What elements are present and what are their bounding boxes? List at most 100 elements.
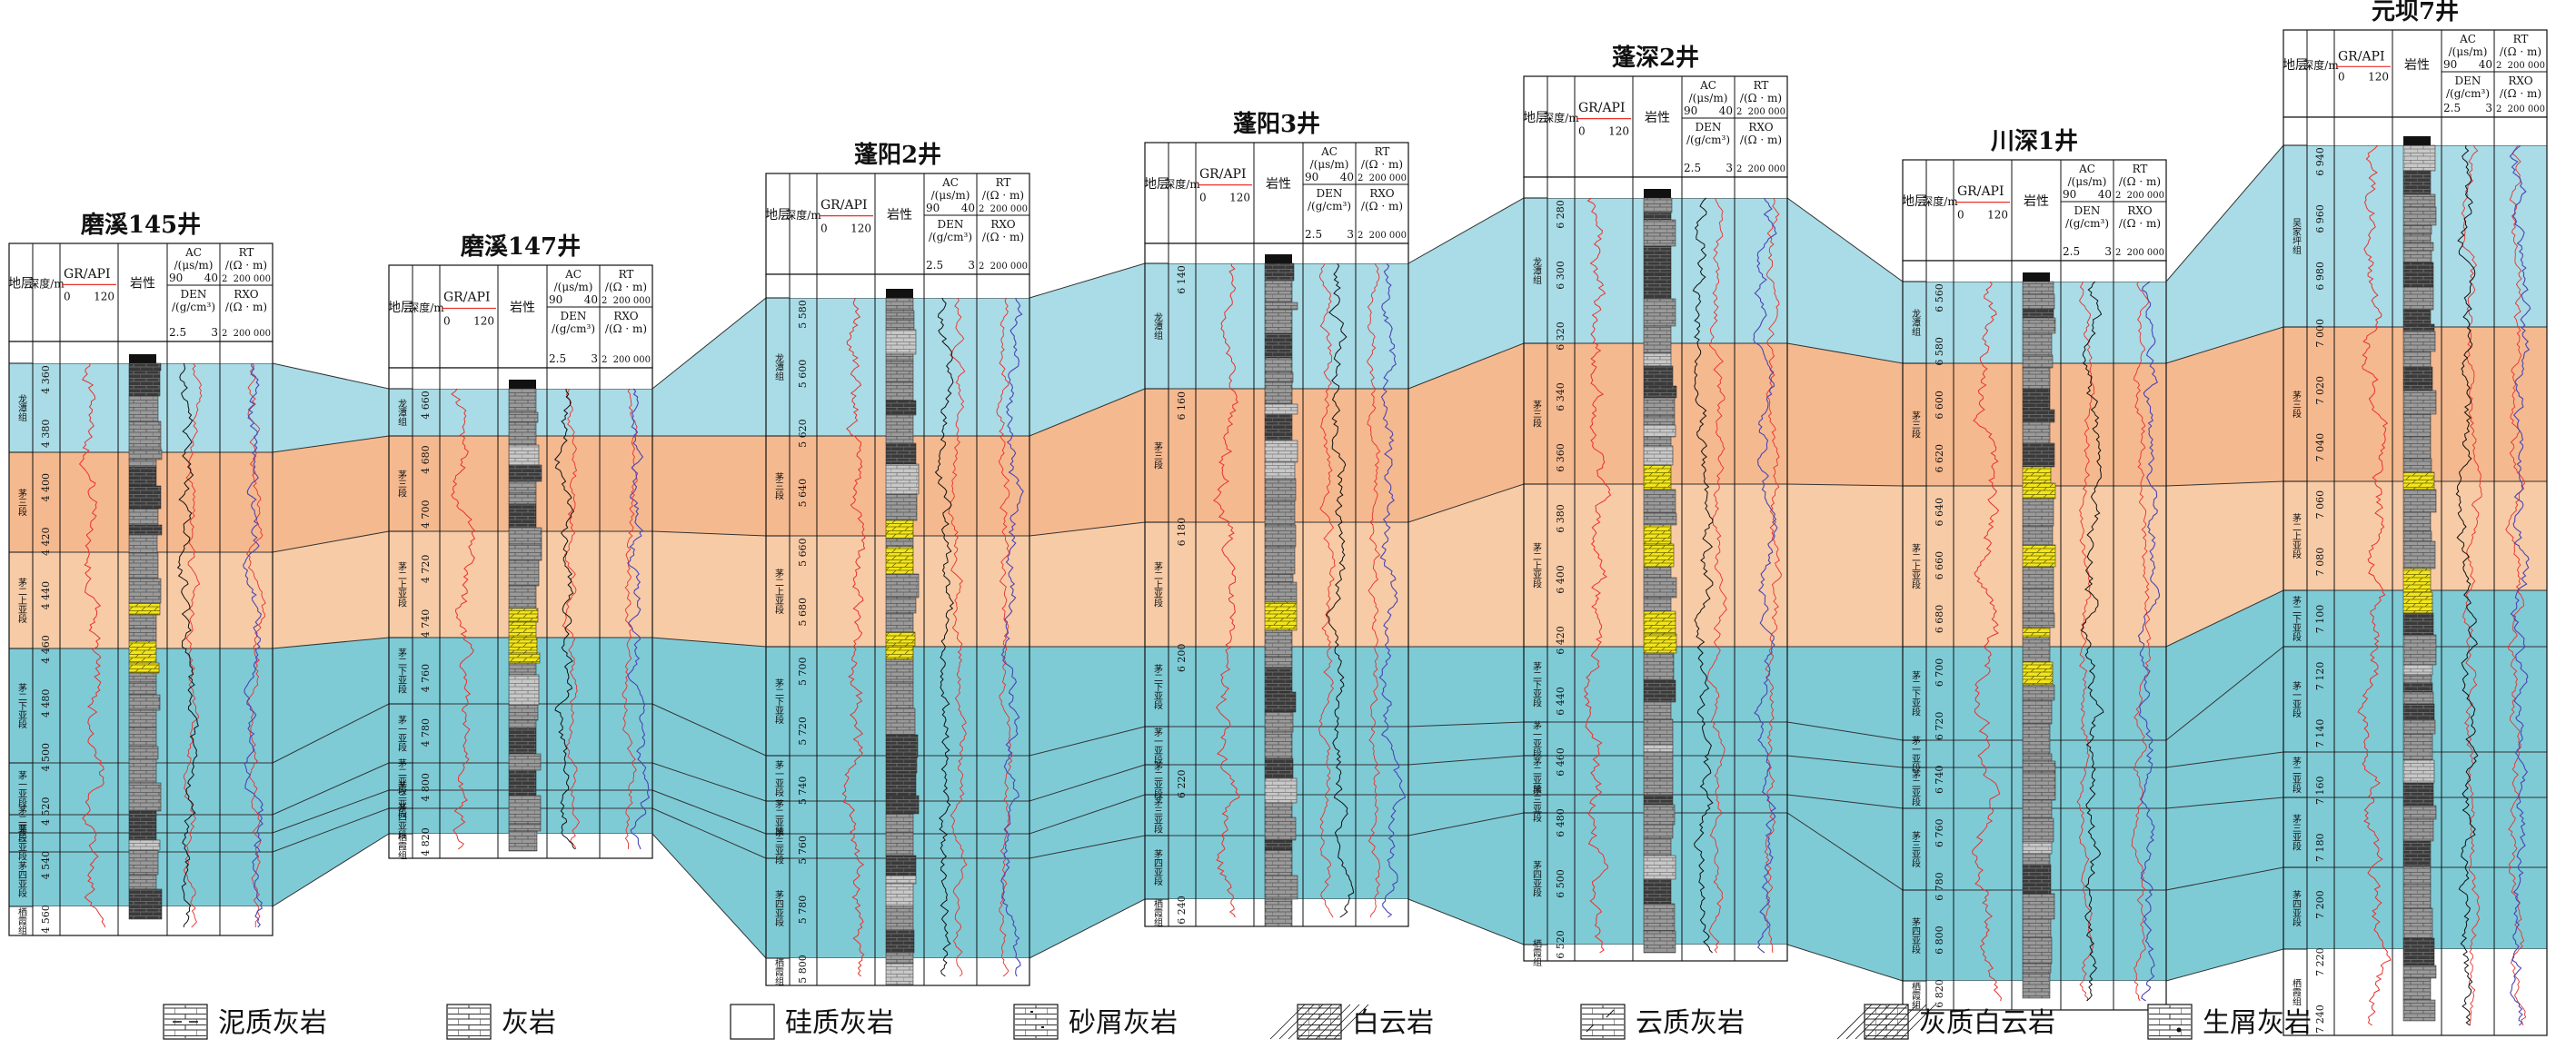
zone-label: 茅二亚段: [2291, 757, 2302, 794]
coal-bed: [1265, 254, 1292, 263]
lithology-bed: [1264, 461, 1296, 480]
rt-min: 2: [2496, 61, 2501, 71]
header-lithology: 岩性: [887, 208, 912, 223]
lithology-bed: [2402, 262, 2434, 288]
lithology-bed: [1643, 445, 1674, 466]
depth-label: 6 640: [1934, 498, 1945, 527]
lithology-bed: [885, 708, 916, 736]
lithology-bed: [1643, 751, 1674, 779]
lithology-bed: [885, 681, 914, 709]
header-depth: 深度/m: [785, 208, 821, 222]
lithology-bed: [128, 552, 159, 579]
zone-label: 龙潭组: [396, 398, 407, 426]
header-den-unit: /(g/cm³): [1308, 200, 1351, 213]
legend-mark: [1855, 1004, 1891, 1040]
den-max: 3: [968, 259, 975, 272]
legend-mark: [1324, 1004, 1360, 1040]
zone-label: 茅三亚段: [2291, 814, 2302, 851]
header-rxo: RXO: [2127, 204, 2152, 217]
lithology-bed: [128, 640, 157, 664]
den-min: 2.5: [2443, 102, 2461, 114]
lithology-bed: [1643, 701, 1672, 720]
lithology-bed: [2022, 421, 2051, 444]
lithology-bed: [885, 795, 920, 815]
lithology-bed: [2022, 864, 2052, 895]
lithology-bed: [508, 769, 537, 797]
depth-label: 6 460: [1555, 747, 1566, 777]
rxo-max: 200 000: [613, 355, 651, 365]
zone-label: 茅一亚段: [16, 770, 27, 807]
legend-label: 云质灰岩: [1636, 1007, 1745, 1039]
legend-mark: [1315, 1004, 1351, 1040]
den-max: 3: [2104, 245, 2112, 258]
lithology-bed: [1643, 566, 1672, 579]
den-curve: [934, 297, 954, 977]
well-header-frame: [1144, 142, 1409, 244]
well-top-blank: [1524, 177, 1787, 198]
rxo-min: 2: [1358, 231, 1363, 241]
depth-label: 4 720: [420, 555, 432, 584]
lithology-bed: [2402, 390, 2437, 415]
lithology-bed: [1643, 385, 1677, 399]
gr-max: 120: [1987, 208, 2008, 221]
depth-label: 5 680: [797, 598, 809, 627]
depth-label: 6 360: [1555, 443, 1566, 472]
rxo-max: 200 000: [1369, 231, 1407, 241]
ac-min: 90: [169, 272, 183, 284]
zone-label: 茅三亚段: [773, 827, 784, 865]
zone-label: 茅一亚段: [2291, 681, 2302, 718]
lithology-bed: [885, 658, 914, 683]
depth-label: 7 000: [2314, 319, 2326, 348]
zone-label: 茅一亚段: [396, 715, 407, 752]
lithology-bed: [1264, 280, 1293, 303]
gr-max: 120: [2368, 71, 2389, 84]
depth-label: 4 760: [420, 664, 432, 693]
rt-curve: [2509, 144, 2531, 1026]
lithology-bed: [1264, 573, 1294, 583]
well-header-frame: [1902, 159, 2167, 262]
zone-label: 茅三段: [2291, 391, 2302, 419]
rxo-curve: [2131, 281, 2152, 1002]
well-header-frame: [765, 173, 1030, 275]
lithology-bed: [128, 746, 159, 760]
zone-label: 茅三段: [1152, 441, 1163, 470]
depth-label: 6 500: [1555, 869, 1566, 898]
rt-min: 2: [1358, 173, 1363, 183]
zone-label: 茅三段: [1531, 400, 1542, 428]
zone-label: 茅二下亚段: [2291, 596, 2302, 642]
lithology-bed: [2402, 733, 2433, 761]
depth-label: 7 040: [2314, 433, 2326, 462]
lithology-bed: [1264, 629, 1293, 658]
header-gr: GR/API: [1578, 101, 1626, 115]
header-gr: GR/API: [443, 291, 491, 305]
den-min: 2.5: [926, 259, 943, 272]
legend-pattern: [1582, 1005, 1624, 1038]
den-min: 2.5: [549, 352, 566, 365]
lithology-bed: [885, 832, 914, 856]
lithology-bed: [1643, 197, 1673, 213]
lithology-bed: [2022, 817, 2054, 843]
depth-label: 6 580: [1934, 337, 1945, 366]
well-title: 元坝7井: [2372, 0, 2459, 25]
lithology-bed: [2402, 866, 2432, 886]
zone-label: 茅一亚段: [1152, 727, 1163, 765]
lithology-bed: [128, 839, 161, 851]
lithology-bed: [2402, 170, 2432, 195]
rt-max: 200 000: [2508, 61, 2545, 71]
legend-label: 灰岩: [502, 1007, 556, 1039]
lithology-bed: [885, 463, 920, 495]
lithology-bed: [2402, 568, 2432, 593]
lithology-bed: [508, 719, 537, 729]
header-rt: RT: [619, 268, 634, 281]
lithology-bed: [1643, 219, 1676, 247]
zone-label: 茅四亚段: [1152, 849, 1163, 886]
lithology-bed: [885, 414, 914, 444]
legend-mark: [1278, 1004, 1315, 1040]
depth-label: 6 600: [1934, 391, 1945, 420]
depth-label: 4 740: [420, 609, 432, 638]
legend-mark: [1900, 1004, 1936, 1040]
header-rt: RT: [2133, 163, 2148, 175]
legend-mark: [1836, 1004, 1873, 1040]
lithology-bed: [1643, 272, 1672, 300]
